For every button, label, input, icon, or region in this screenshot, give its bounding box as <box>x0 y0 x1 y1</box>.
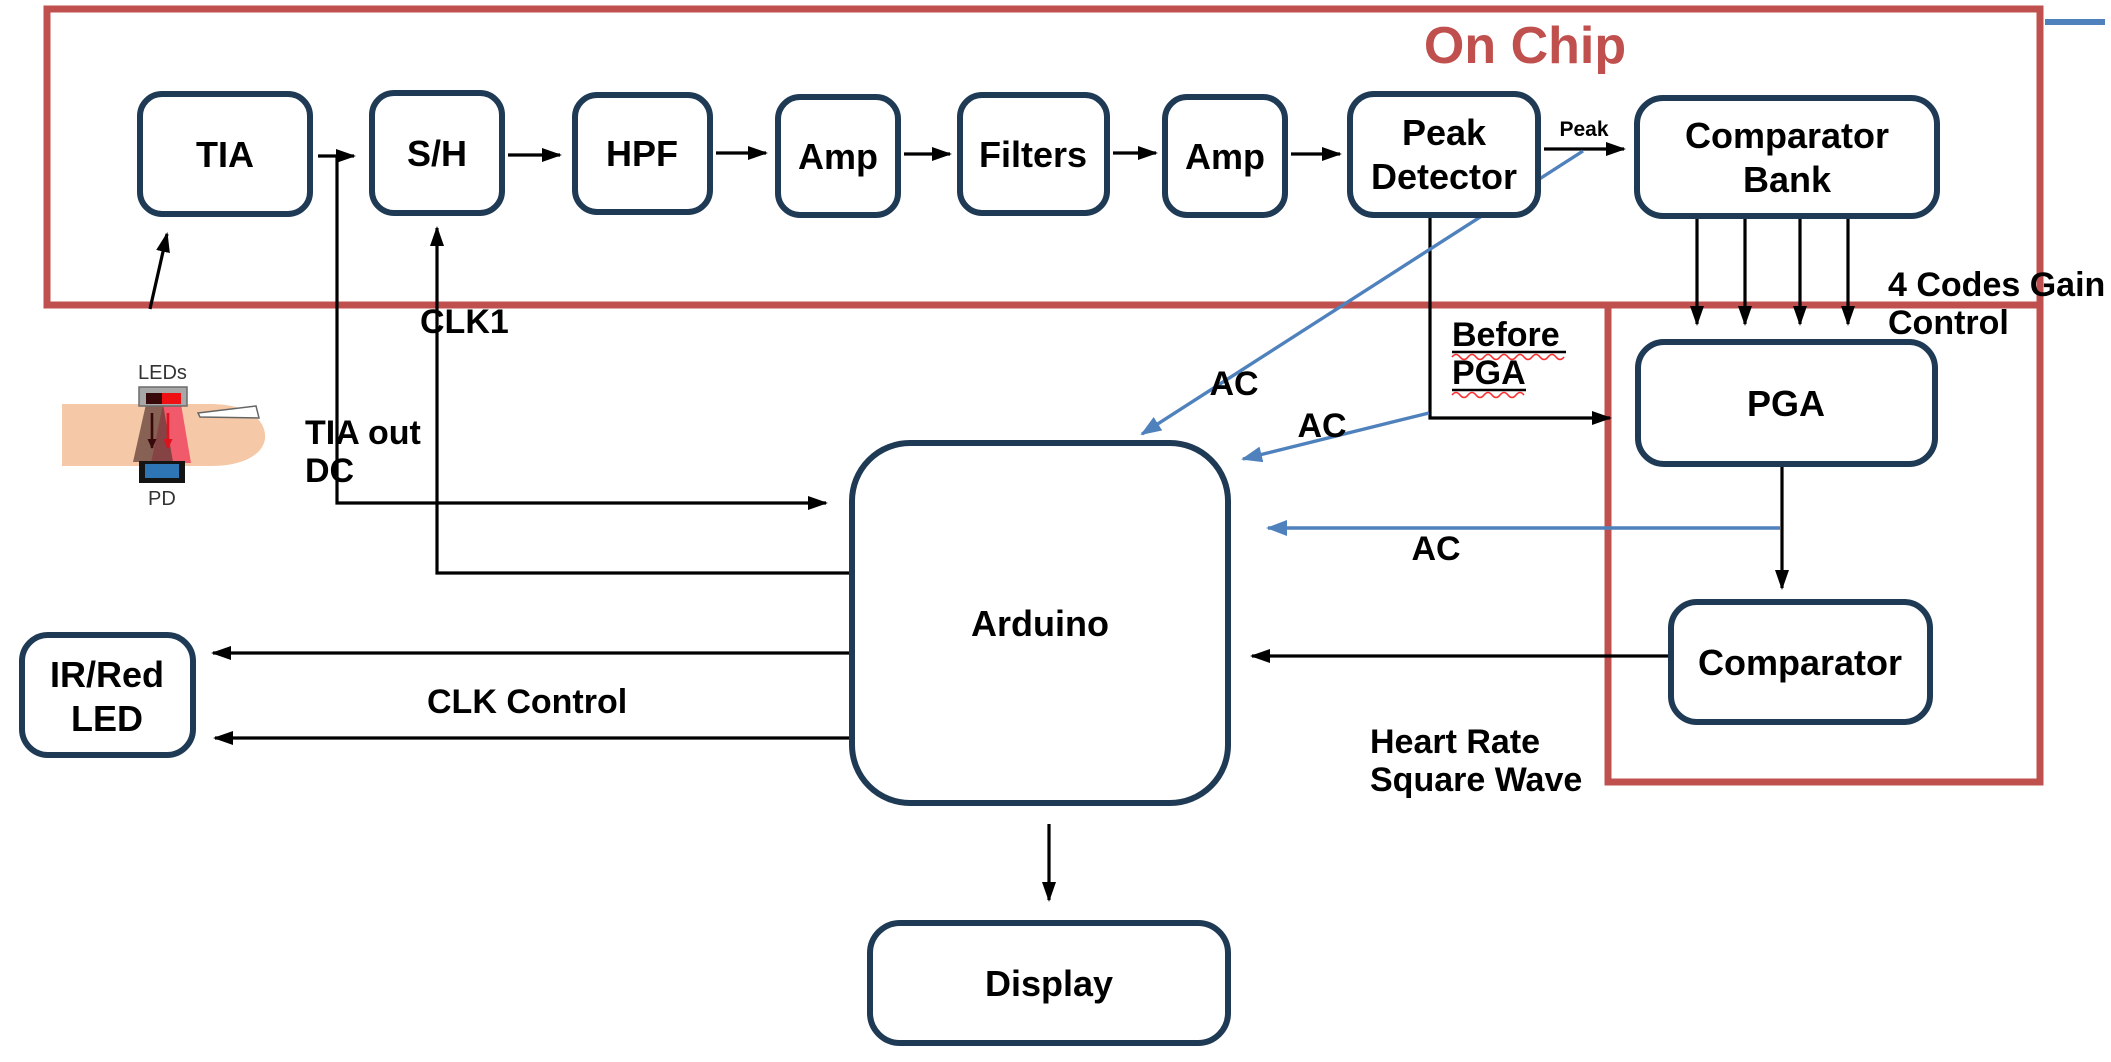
node-tia: TIA <box>137 91 313 217</box>
heart-rate-label-line2: Square Wave <box>1370 761 1582 799</box>
node-tia-label: TIA <box>196 134 254 175</box>
node-peak-detector-box <box>1347 91 1541 218</box>
node-tia-box <box>137 91 313 217</box>
node-amp1-label: Amp <box>798 136 878 177</box>
node-amp2-label: Amp <box>1185 136 1265 177</box>
node-comparator-bank-label-line1: Comparator <box>1685 115 1889 156</box>
node-pga-label: PGA <box>1747 383 1825 424</box>
on-chip-right-boundary <box>1604 301 2044 786</box>
node-hpf-box <box>572 92 713 215</box>
wire-tia-out-dc <box>335 157 828 510</box>
node-display: Display <box>867 920 1231 1046</box>
node-ir-red-led: IR/Red LED <box>19 632 196 758</box>
on-chip-boundary <box>43 5 2044 309</box>
node-filters-box <box>957 92 1110 216</box>
gain-control-label-line2: Control <box>1888 304 2009 342</box>
node-ir-red-led-box <box>19 632 196 758</box>
clk-control-label: CLK Control <box>427 683 627 721</box>
node-comparator-bank-box <box>1634 95 1940 219</box>
gain-control-label-line1: 4 Codes Gain <box>1888 266 2105 304</box>
ac-arrow-before-pga-to-arduino <box>1241 411 1430 463</box>
red-led-chip <box>162 393 181 404</box>
on-chip-title: On Chip <box>1424 17 1626 75</box>
clk1-label: CLK1 <box>420 303 509 341</box>
node-peak-detector-label-line1: Peak <box>1402 112 1487 153</box>
node-peak-detector-label-line2: Detector <box>1371 156 1517 197</box>
wire-clk1 <box>430 226 852 575</box>
node-pga: PGA <box>1635 339 1938 467</box>
before-squiggle <box>1451 353 1565 361</box>
node-sample-hold-box <box>369 90 505 216</box>
node-comparator-bank-label-line2: Bank <box>1743 159 1832 200</box>
node-amp2: Amp <box>1162 94 1288 218</box>
node-amp2-box <box>1162 94 1288 218</box>
peak-label: Peak <box>1559 118 1608 141</box>
node-pga-box <box>1635 339 1938 467</box>
pga-squiggle <box>1451 391 1525 399</box>
pd-label: PD <box>148 488 176 510</box>
before-pga-label-line1: Before <box>1452 316 1560 354</box>
node-hpf-label: HPF <box>606 133 678 174</box>
node-amp1: Amp <box>775 94 901 218</box>
ppg-sensor-graphic: LEDs PD <box>62 362 266 510</box>
node-peak-detector: Peak Detector <box>1347 91 1541 218</box>
node-filters-label: Filters <box>979 134 1087 175</box>
ac-label-3: AC <box>1411 530 1460 568</box>
node-comparator-label: Comparator <box>1698 642 1902 683</box>
heart-rate-label-line1: Heart Rate <box>1370 723 1540 761</box>
node-hpf: HPF <box>572 92 713 215</box>
ir-led-chip <box>146 393 162 404</box>
node-display-box <box>867 920 1231 1046</box>
ac-label-1: AC <box>1209 365 1258 403</box>
node-arduino: Arduino <box>849 440 1231 806</box>
tia-out-label-line2: DC <box>305 452 354 490</box>
before-pga-label-line2: PGA <box>1452 354 1526 392</box>
node-sample-hold: S/H <box>369 90 505 216</box>
node-comparator-bank: Comparator Bank <box>1634 95 1940 219</box>
node-arduino-box <box>849 440 1231 806</box>
ac-label-2: AC <box>1297 407 1346 445</box>
node-ir-red-led-label-line1: IR/Red <box>50 654 164 695</box>
arrow-sensor-to-tia <box>148 232 170 310</box>
tia-out-label-line1: TIA out <box>305 414 421 452</box>
node-comparator-box <box>1668 599 1933 725</box>
node-sample-hold-label: S/H <box>407 133 467 174</box>
node-amp1-box <box>775 94 901 218</box>
node-ir-red-led-label-line2: LED <box>71 698 143 739</box>
node-filters: Filters <box>957 92 1110 216</box>
node-arduino-label: Arduino <box>971 603 1109 644</box>
photodiode-chip <box>145 464 179 478</box>
fingernail-shape <box>196 405 260 419</box>
wire-before-pga <box>1428 218 1612 425</box>
leds-label: LEDs <box>138 362 187 384</box>
node-comparator: Comparator <box>1668 599 1933 725</box>
node-display-label: Display <box>985 963 1113 1004</box>
